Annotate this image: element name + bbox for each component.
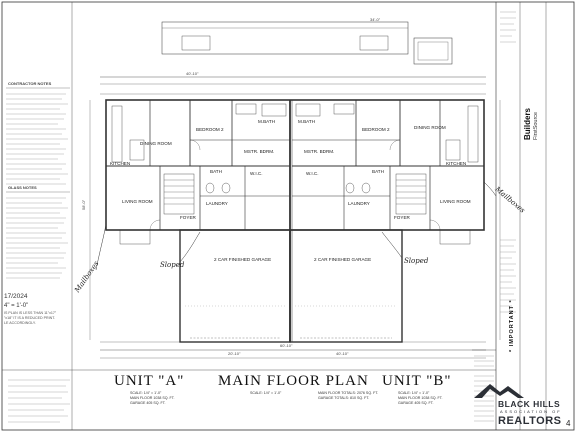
totals-stat: MAIN FLOOR TOTALS: 2076 SQ. FT.: [318, 391, 379, 395]
watermark-line-1: BLACK HILLS: [498, 399, 561, 409]
contractor-notes-heading: CONTRACTOR NOTES: [8, 81, 52, 86]
unit-b-stat: GARAGE 405 SQ. FT.: [398, 401, 434, 405]
room-label: LAUNDRY: [206, 201, 228, 206]
bottom-dimension-3: 40'-10": [336, 351, 349, 356]
room-label: BEDROOM 2: [362, 127, 390, 132]
room-label: M.BATH: [298, 119, 316, 124]
room-label: DINING ROOM: [414, 125, 446, 130]
builders-brand: Builders: [523, 107, 532, 140]
scale-note-sub-3: LE ACCORDINGLY.: [4, 321, 36, 325]
room-label: FOYER: [180, 215, 196, 220]
bottom-dimension-1: 20'-10": [228, 351, 241, 356]
top-dimension: 34'-0": [370, 17, 381, 22]
room-label: BEDROOM 2: [196, 127, 224, 132]
handwritten-note-a: Sloped: [160, 261, 185, 269]
plan-date: 17/2024: [4, 293, 28, 300]
room-label: FOYER: [394, 215, 410, 220]
important-banner: * IMPORTANT *: [509, 299, 515, 352]
page-number: 4: [566, 419, 571, 428]
room-label: W.I.C.: [306, 171, 319, 176]
handwritten-note-b: Sloped: [404, 257, 429, 265]
unit-a-stat: MAIN FLOOR 1038 SQ. FT.: [130, 396, 175, 400]
room-label: MSTR. BDRM.: [304, 149, 335, 154]
unit-b-stat: SCALE: 1/4" = 1'-0": [398, 391, 430, 395]
watermark-line-2: ASSOCIATION OF: [500, 409, 562, 414]
glass-notes-heading: GLASS NOTES: [8, 185, 37, 190]
unit-a-stat: SCALE: 1/4" = 1'-0": [130, 391, 162, 395]
firstsource-brand: FirstSource: [533, 111, 539, 140]
room-label: W.I.C.: [250, 171, 263, 176]
room-label: BATH: [372, 169, 384, 174]
watermark-line-3: REALTORS: [498, 415, 562, 427]
room-label: DINING ROOM: [140, 141, 172, 146]
unit-a-title: UNIT "A": [114, 373, 185, 389]
room-label: KITCHEN: [446, 161, 467, 166]
overall-dimension: 40'-10": [186, 71, 199, 76]
bottom-dimension-2: 60'-10": [280, 343, 293, 348]
room-label: MSTR. BDRM.: [244, 149, 275, 154]
side-dimension: 58'-0": [81, 199, 86, 210]
scale-note-sub-1: IS PLAN IS LESS THAN 11"x17": [4, 311, 57, 315]
scale-note-sub-2: "x18" IT IS A REDUCED PRINT.: [4, 316, 56, 320]
room-label: LAUNDRY: [348, 201, 370, 206]
room-label: 2 CAR FINISHED GARAGE: [214, 257, 272, 262]
unit-b-stat: MAIN FLOOR 1038 SQ. FT.: [398, 396, 443, 400]
room-label: M.BATH: [258, 119, 276, 124]
plan-title: MAIN FLOOR PLAN: [218, 373, 369, 389]
room-label: KITCHEN: [110, 161, 131, 166]
room-label: 2 CAR FINISHED GARAGE: [314, 257, 372, 262]
unit-a-stat: GARAGE 405 SQ. FT.: [130, 401, 166, 405]
room-label: LIVING ROOM: [122, 199, 153, 204]
totals-stat: GARAGE TOTALS: 810 SQ. FT.: [318, 396, 370, 400]
scale-note: 4" = 1'-0": [4, 303, 29, 309]
mountain-logo-icon: [474, 384, 524, 398]
plan-scale: SCALE: 1/4" = 1'-0": [250, 391, 282, 395]
room-label: BATH: [210, 169, 222, 174]
room-label: LIVING ROOM: [440, 199, 471, 204]
unit-b-title: UNIT "B": [382, 373, 452, 389]
